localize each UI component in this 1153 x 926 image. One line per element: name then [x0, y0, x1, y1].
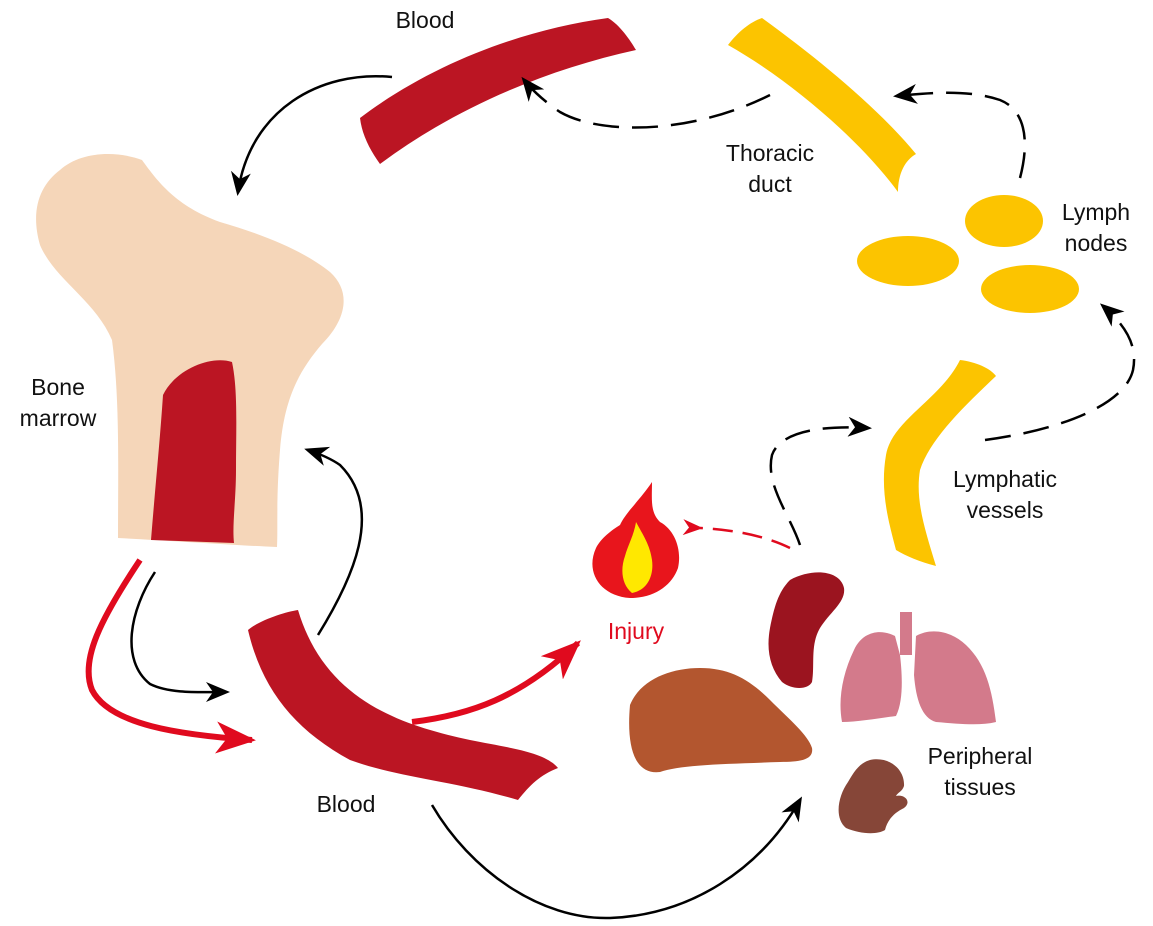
label-peripheral-tissues-line1: Peripheral [928, 743, 1033, 769]
bone-marrow-icon [36, 154, 344, 547]
label-bone-marrow-line2: marrow [20, 405, 97, 431]
label-lymphatic-vessels-line1: Lymphatic [953, 466, 1057, 492]
arrow-bone-marrow-to-blood [131, 572, 226, 692]
red-arrow-bone-marrow-to-blood [89, 560, 252, 740]
spleen-icon [769, 572, 845, 688]
kidney-icon [839, 759, 908, 833]
arrow-lymphatic-vessels-to-lymph-nodes [985, 306, 1134, 440]
arrow-peripheral-tissues-to-lymphatic-vessels [771, 427, 868, 545]
arrow-blood-to-bone-marrow-return [308, 450, 362, 635]
label-peripheral-tissues-line2: tissues [944, 774, 1016, 800]
red-arrow-blood-to-injury [412, 643, 578, 722]
label-blood-bottom: Blood [317, 791, 376, 817]
lymphatic-vessel-icon [884, 360, 996, 566]
label-thoracic-duct-line2: duct [748, 171, 792, 197]
lungs-icon [841, 612, 997, 724]
lymph-node-icon [857, 195, 1079, 313]
blood-vessel-bottom-icon [248, 610, 558, 800]
blood-vessel-top-icon [360, 18, 636, 164]
label-lymph-nodes-line1: Lymph [1062, 199, 1130, 225]
label-lymphatic-vessels-line2: vessels [967, 497, 1044, 523]
label-bone-marrow-line1: Bone [31, 374, 85, 400]
label-lymph-nodes-line2: nodes [1065, 230, 1128, 256]
arrow-lymph-nodes-to-thoracic-duct [897, 93, 1025, 178]
arrow-thoracic-duct-to-blood [524, 80, 770, 128]
flame-icon [592, 482, 679, 598]
arrow-blood-to-peripheral-tissues [432, 800, 800, 918]
label-thoracic-duct-line1: Thoracic [726, 140, 814, 166]
label-injury: Injury [608, 618, 665, 644]
label-blood-top: Blood [396, 7, 455, 33]
red-dashed-arrow-peripheral-to-injury [700, 528, 790, 548]
